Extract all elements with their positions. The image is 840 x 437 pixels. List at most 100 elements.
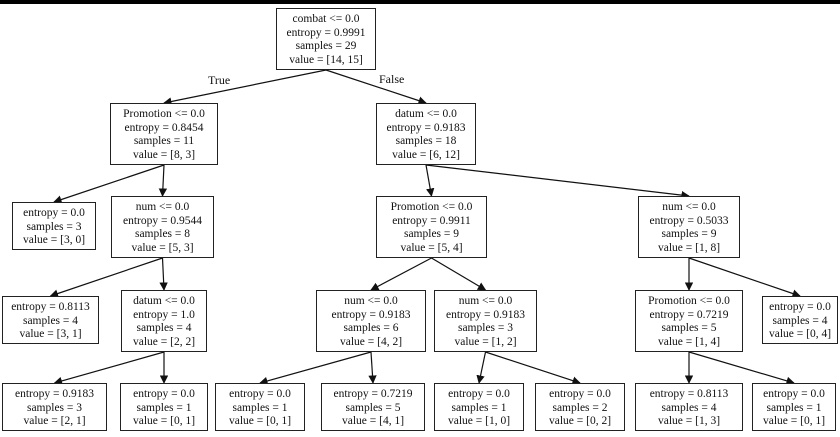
node-line: num <= 0.0 xyxy=(135,201,190,213)
node-line: datum <= 0.0 xyxy=(395,108,457,120)
edge-n0-n2 xyxy=(325,69,427,105)
edge-n10-n17 xyxy=(476,351,487,384)
edge-n1-n3 xyxy=(53,164,165,204)
node-line: value = [5, 3] xyxy=(131,241,194,254)
node-line: value = [6, 12] xyxy=(392,148,460,161)
node-line: samples = 1 xyxy=(232,401,288,414)
node-line: value = [0, 4] xyxy=(768,328,832,340)
node-line: samples = 3 xyxy=(26,220,82,233)
node-line: samples = 4 xyxy=(22,314,79,327)
node-line: samples = 8 xyxy=(134,228,191,240)
node-line: value = [0, 1] xyxy=(762,415,826,427)
node-line: samples = 18 xyxy=(395,135,457,147)
node-line: entropy = 0.0 xyxy=(229,388,291,400)
edge-n2-n6 xyxy=(425,164,690,200)
node-line: samples = 11 xyxy=(133,135,195,147)
true-edge-label: True xyxy=(208,73,231,87)
node-line: samples = 1 xyxy=(451,401,507,414)
node-line: entropy = 1.0 xyxy=(133,308,195,321)
node-line: Promotion <= 0.0 xyxy=(123,108,205,120)
node-line: entropy = 0.9183 xyxy=(331,308,411,321)
node-line: entropy = 0.0 xyxy=(763,388,825,400)
node-line: entropy = 0.0 xyxy=(133,388,195,400)
edge-n6-n12 xyxy=(688,257,801,298)
false-edge-label: False xyxy=(379,72,405,86)
node-line: samples = 3 xyxy=(26,401,83,414)
node-line: value = [0, 2] xyxy=(548,415,612,427)
node-line: entropy = 0.8113 xyxy=(649,388,729,400)
node-line: samples = 5 xyxy=(345,401,401,414)
node-line: entropy = 0.8113 xyxy=(11,301,90,313)
node-line: entropy = 0.7219 xyxy=(649,308,729,321)
node-line: value = [1, 8] xyxy=(657,241,721,254)
node-line: value = [1, 2] xyxy=(454,335,517,348)
edge-n10-n18 xyxy=(485,351,581,385)
node-line: value = [2, 1] xyxy=(23,415,86,427)
edge-n1-n4 xyxy=(158,164,168,197)
node-line: samples = 9 xyxy=(661,228,717,240)
node-line: entropy = 0.8454 xyxy=(124,121,204,134)
node-line: samples = 4 xyxy=(136,322,192,334)
node-line: samples = 5 xyxy=(661,322,717,334)
edge-n5-n10 xyxy=(431,257,487,291)
edge-n4-n7 xyxy=(49,257,163,298)
node-line: entropy = 0.9183 xyxy=(446,308,525,321)
node-line: entropy = 0.5033 xyxy=(649,214,729,227)
node-line: samples = 29 xyxy=(295,40,357,52)
node-line: entropy = 0.0 xyxy=(448,388,510,400)
edge-n0-n1 xyxy=(163,69,327,106)
node-line: entropy = 0.0 xyxy=(549,388,611,400)
node-line: value = [3, 0] xyxy=(22,234,86,246)
node-line: samples = 1 xyxy=(766,401,822,414)
node-line: Promotion <= 0.0 xyxy=(390,201,473,213)
node-line: value = [4, 2] xyxy=(339,335,403,348)
node-line: samples = 3 xyxy=(457,322,514,334)
node-line: combat <= 0.0 xyxy=(292,13,360,25)
node-line: num <= 0.0 xyxy=(344,295,398,307)
edge-n8-n13 xyxy=(53,351,165,385)
edge-n5-n9 xyxy=(370,257,432,291)
node-line: entropy = 0.0 xyxy=(23,207,85,219)
node-line: value = [1, 0] xyxy=(447,415,511,427)
node-line: value = [3, 1] xyxy=(19,328,82,340)
edge-n9-n15 xyxy=(259,351,372,386)
node-line: samples = 4 xyxy=(772,314,828,327)
node-line: value = [2, 2] xyxy=(132,335,196,348)
node-line: entropy = 0.9911 xyxy=(392,214,471,227)
edge-n4-n8 xyxy=(159,257,168,291)
node-line: value = [0, 1] xyxy=(132,415,196,427)
edge-n11-n20 xyxy=(688,351,795,385)
node-line: value = [1, 4] xyxy=(657,335,721,348)
node-line: entropy = 0.7219 xyxy=(333,388,413,400)
node-line: value = [14, 15] xyxy=(289,53,363,66)
node-line: samples = 9 xyxy=(403,228,460,240)
node-line: value = [1, 3] xyxy=(657,415,721,427)
node-line: num <= 0.0 xyxy=(662,201,716,213)
node-line: samples = 2 xyxy=(552,401,608,414)
node-line: entropy = 0.9183 xyxy=(15,388,94,400)
node-line: num <= 0.0 xyxy=(458,295,513,307)
node-line: entropy = 0.9544 xyxy=(123,214,202,227)
node-line: value = [0, 1] xyxy=(228,415,292,427)
node-line: value = [4, 1] xyxy=(341,415,405,427)
